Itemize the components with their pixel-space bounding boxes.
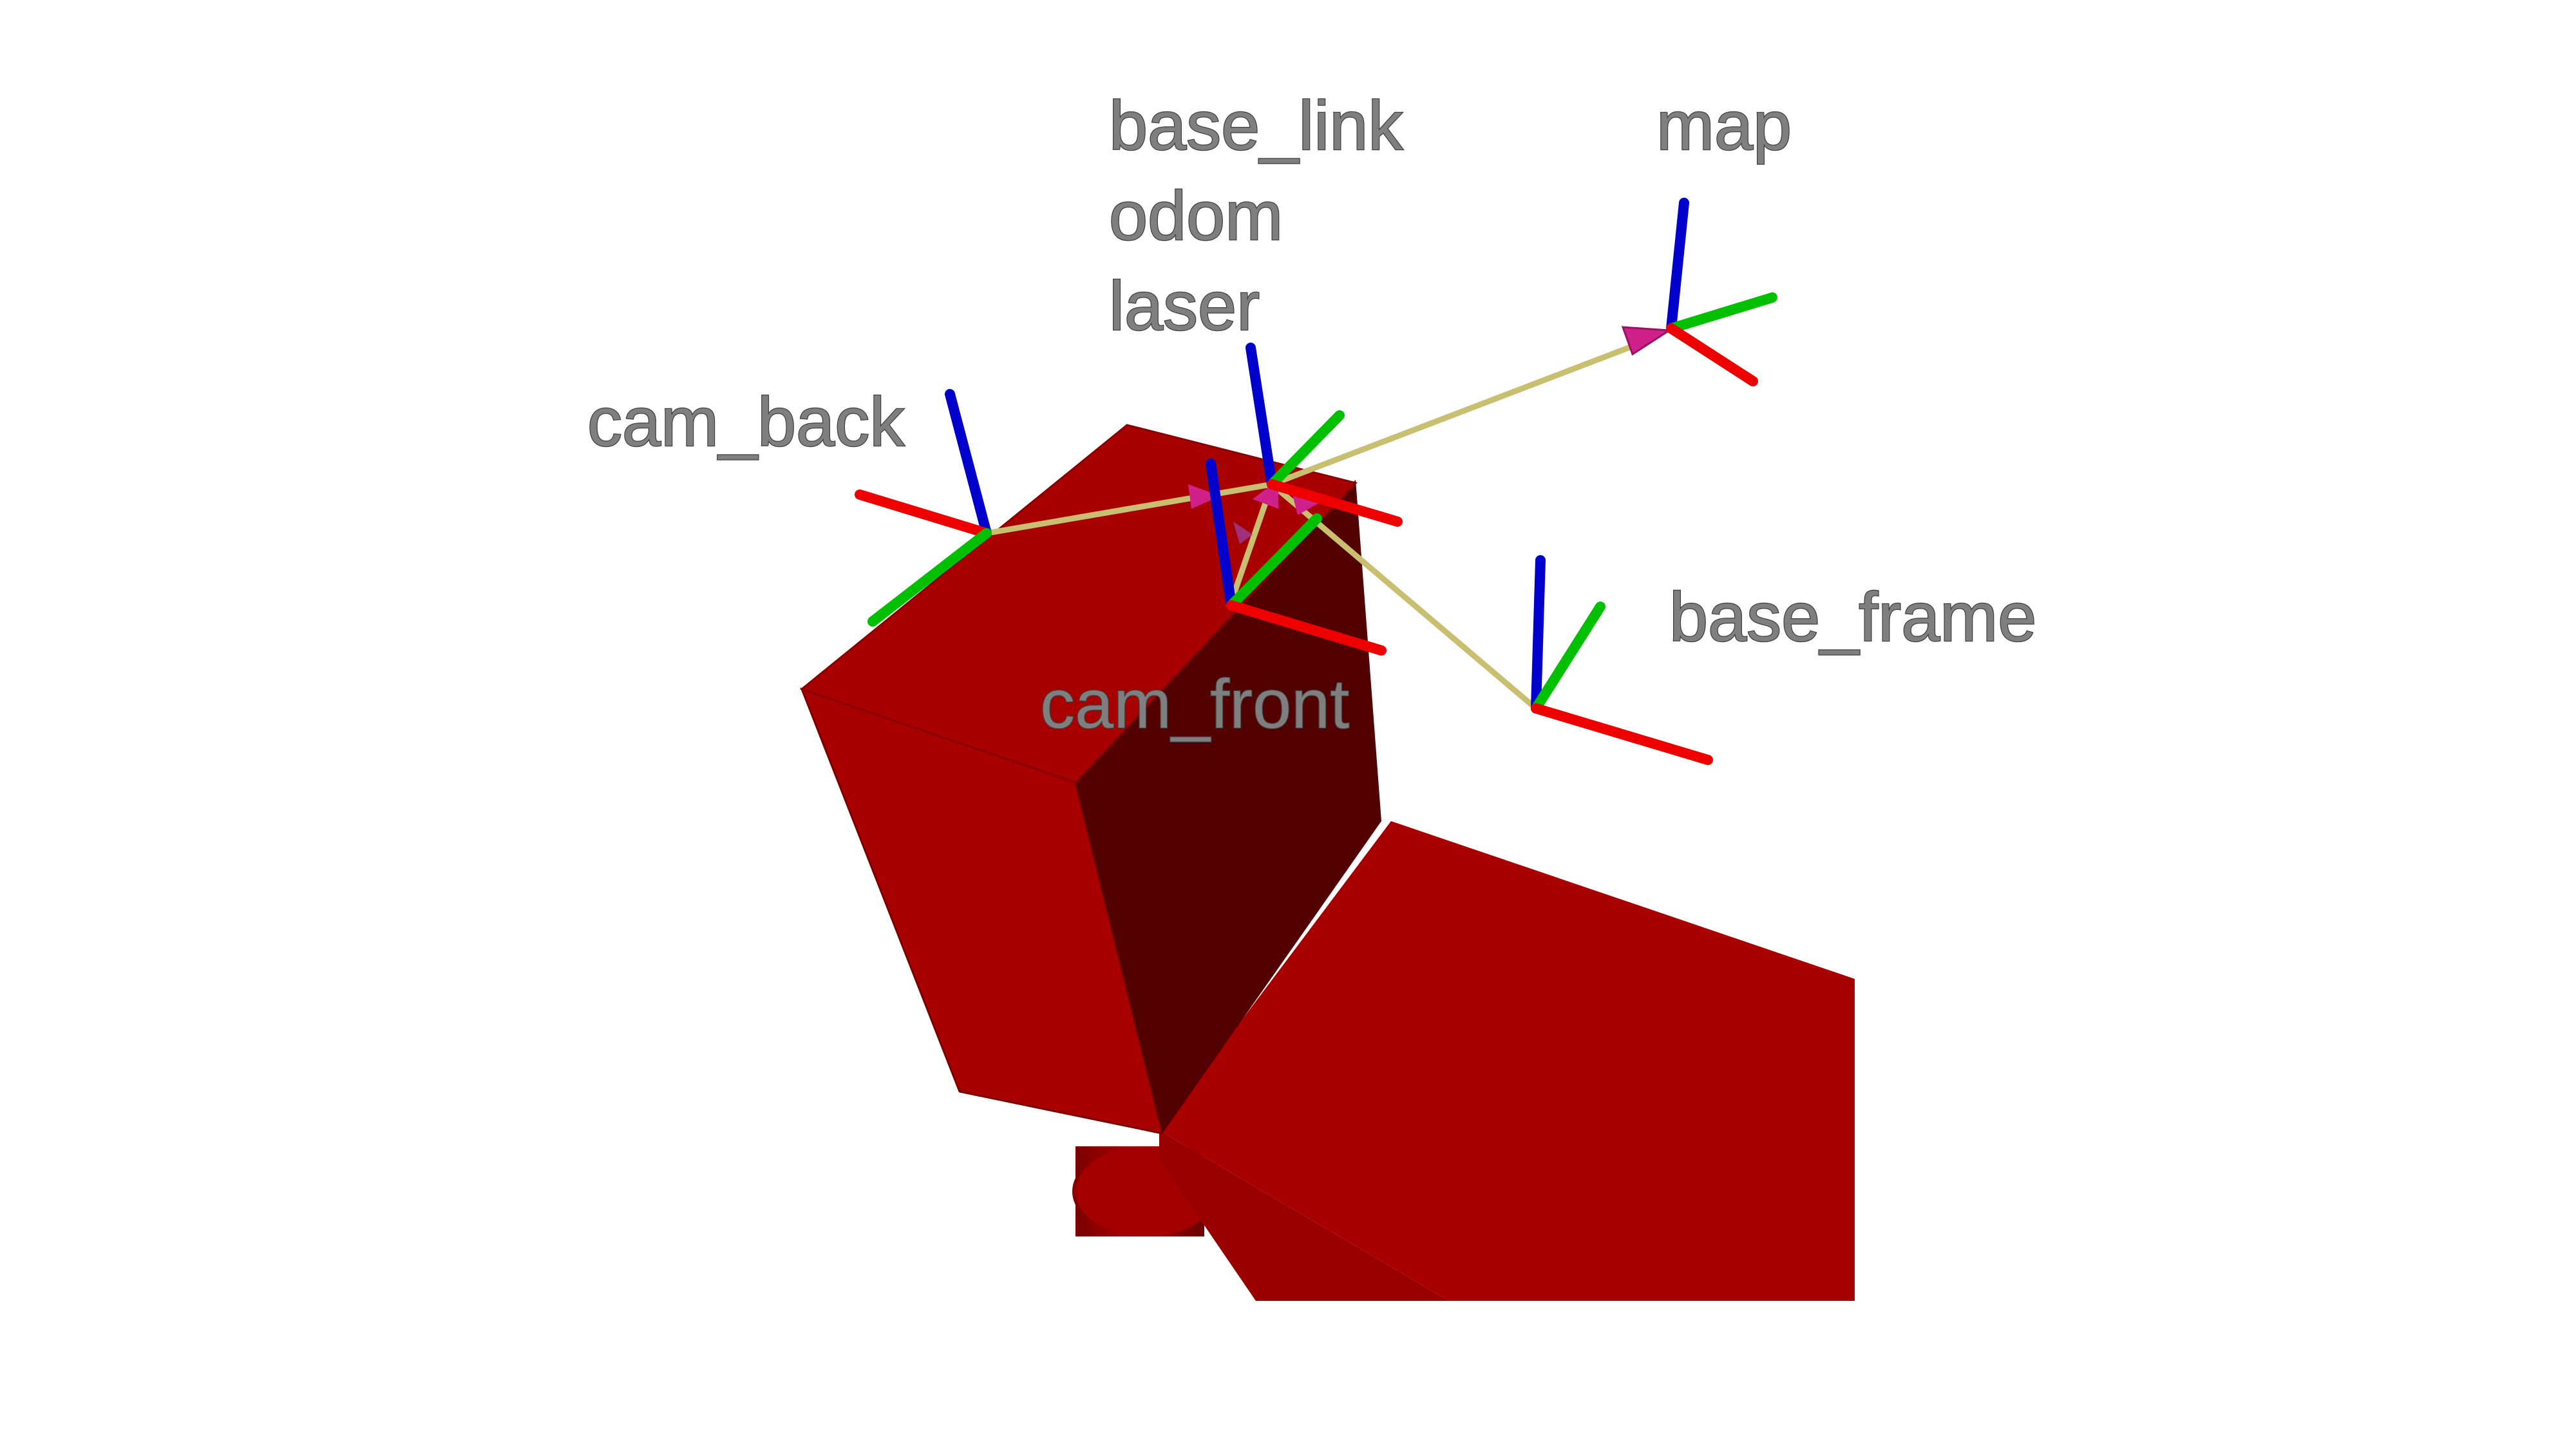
axes-base-link xyxy=(1245,343,1403,527)
cam-back-x-axis xyxy=(855,489,992,538)
tf-arrow-map xyxy=(1621,326,1672,356)
base-link-y-axis xyxy=(1267,410,1345,489)
base-link-x-axis xyxy=(1267,479,1403,527)
base-frame-x-axis xyxy=(1531,703,1713,765)
tf-arrow-base-left xyxy=(1188,484,1220,509)
label-cam-back: cam_back xyxy=(587,383,905,460)
cam-front-y-axis xyxy=(1226,513,1322,611)
cam-back-z-axis xyxy=(945,389,992,538)
axes-base-frame xyxy=(1531,555,1713,765)
tf-arrow-cam-front xyxy=(1233,522,1253,544)
tf-link-base-to-cam-back xyxy=(983,481,1275,536)
tf-link-base-to-map xyxy=(1269,338,1649,488)
label-base-frame: base_frame xyxy=(1669,578,2036,656)
tf-link-base-to-cam-front xyxy=(1227,481,1275,609)
axes-cam-back xyxy=(855,389,992,627)
robot-arm-block xyxy=(1159,821,1855,1301)
label-odom: odom xyxy=(1109,176,1283,254)
label-base-link: base_link xyxy=(1109,86,1403,164)
cam-front-z-axis xyxy=(1206,459,1236,611)
axes-map xyxy=(1666,198,1777,386)
base-link-z-axis xyxy=(1245,343,1277,489)
map-y-axis xyxy=(1666,292,1777,334)
axes-cam-front xyxy=(1206,459,1387,656)
cam-back-y-axis xyxy=(867,528,992,627)
label-laser: laser xyxy=(1109,267,1260,345)
cam-front-x-axis xyxy=(1226,600,1387,656)
map-x-axis xyxy=(1666,323,1758,386)
base-frame-y-axis xyxy=(1531,601,1605,714)
base-frame-z-axis xyxy=(1531,555,1546,714)
frame-labels: base_link odom laser map cam_back cam_fr… xyxy=(587,86,2038,744)
label-cam-front: cam_front xyxy=(1040,665,1349,743)
box-dark-face xyxy=(1075,480,1381,1133)
map-z-axis xyxy=(1666,198,1689,334)
label-map: map xyxy=(1656,86,1792,164)
arm-top-face xyxy=(1159,821,1855,1301)
arm-front-face xyxy=(1159,1130,1449,1301)
